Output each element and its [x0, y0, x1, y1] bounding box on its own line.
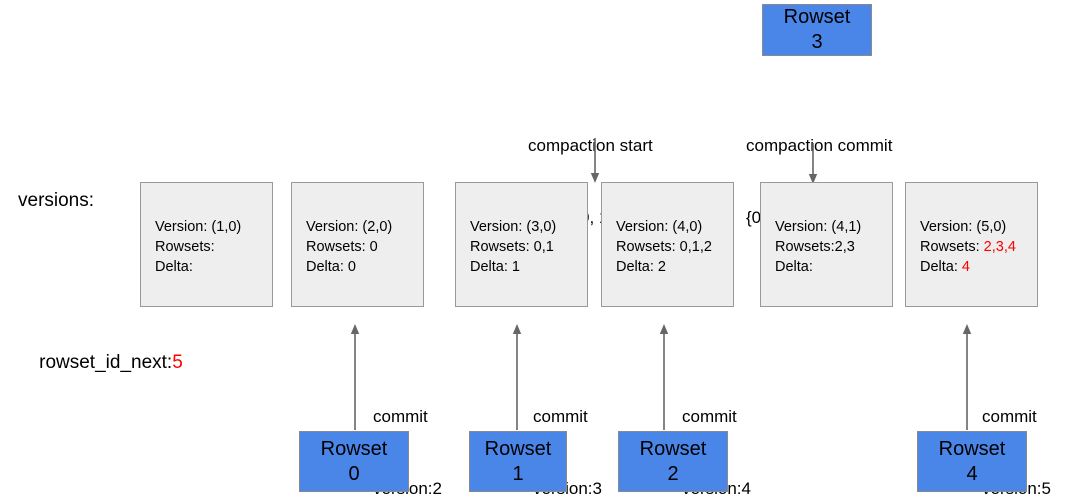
- rowset-box-4[interactable]: Rowset 4: [917, 431, 1027, 492]
- delta-field: Delta: 1: [470, 257, 556, 277]
- rowset-box-2[interactable]: Rowset 2: [618, 431, 728, 492]
- arrow-commit-version-2-up: [350, 324, 360, 430]
- versions-label: versions:: [18, 190, 95, 211]
- commit-line-1: commit: [373, 407, 428, 426]
- version-field: Version: (4,1): [775, 219, 862, 235]
- delta-value: Delta: 2: [616, 259, 666, 275]
- rowset-box-0[interactable]: Rowset 0: [299, 431, 409, 492]
- rowsets-field: Rowsets:: [155, 237, 241, 257]
- version-field: Version: (2,0): [306, 219, 393, 235]
- rowset-label: Rowset: [320, 437, 388, 460]
- arrow-compaction-start-down: [590, 138, 600, 183]
- rowset-label: Rowset: [484, 437, 552, 460]
- rowsets-value: Rowsets: 0: [306, 239, 378, 255]
- delta-field: Delta: 2: [616, 257, 712, 277]
- version-box-text: Version: (2,0) Rowsets: 0 Delta: 0: [306, 217, 392, 277]
- delta-field: Delta: 4: [920, 257, 1016, 277]
- arrow-commit-version-5-up: [962, 324, 972, 430]
- rowset-number: 3: [811, 31, 823, 53]
- delta-value: Delta:: [775, 259, 813, 275]
- rowset-id-next: rowset_id_next:5: [18, 325, 183, 400]
- rowset-label: Rowset: [639, 437, 707, 460]
- arrow-compaction-commit-down: [808, 143, 818, 184]
- commit-label-version-3: commit version:3: [533, 357, 602, 502]
- arrow-commit-version-4-up: [659, 324, 669, 430]
- commit-line-1: commit: [982, 407, 1037, 426]
- delta-value: Delta:: [920, 259, 962, 275]
- version-box-text: Version: (5,0) Rowsets: 2,3,4 Delta: 4: [920, 217, 1016, 277]
- delta-value: Delta: 0: [306, 259, 356, 275]
- rowsets-field: Rowsets: 0,1,2: [616, 237, 712, 257]
- delta-field: Delta:: [775, 257, 861, 277]
- rowsets-field: Rowsets: 2,3,4: [920, 237, 1016, 257]
- version-box-text: Version: (4,0) Rowsets: 0,1,2 Delta: 2: [616, 217, 712, 277]
- version-box-2[interactable]: Version: (2,0) Rowsets: 0 Delta: 0: [291, 182, 424, 307]
- delta-value: Delta:: [155, 259, 193, 275]
- annotation-line-1: compaction commit: [746, 136, 893, 155]
- rowset-id-next-label: rowset_id_next:: [39, 352, 173, 373]
- delta-field: Delta:: [155, 257, 241, 277]
- rowset-box-3[interactable]: Rowset 3: [762, 4, 872, 56]
- version-box-4[interactable]: Version: (4,0) Rowsets: 0,1,2 Delta: 2: [601, 182, 734, 307]
- version-field: Version: (3,0): [470, 219, 557, 235]
- delta-value: Delta: 1: [470, 259, 520, 275]
- delta-field: Delta: 0: [306, 257, 392, 277]
- rowset-number: 2: [667, 462, 679, 485]
- rowsets-field: Rowsets: 0,1: [470, 237, 556, 257]
- rowsets-field: Rowsets: 0: [306, 237, 392, 257]
- rowset-number: 0: [348, 462, 360, 485]
- rowset-number: 1: [512, 462, 524, 485]
- rowsets-field: Rowsets:2,3: [775, 237, 861, 257]
- version-box-6[interactable]: Version: (5,0) Rowsets: 2,3,4 Delta: 4: [905, 182, 1038, 307]
- rowsets-value: Rowsets:: [155, 239, 215, 255]
- commit-line-1: commit: [533, 407, 588, 426]
- rowset-number: 4: [966, 462, 978, 485]
- version-box-5[interactable]: Version: (4,1) Rowsets:2,3 Delta:: [760, 182, 893, 307]
- rowsets-value: Rowsets:2,3: [775, 239, 855, 255]
- version-field: Version: (5,0): [920, 219, 1007, 235]
- commit-line-1: commit: [682, 407, 737, 426]
- rowset-label: Rowset: [938, 437, 1006, 460]
- version-box-text: Version: (1,0) Rowsets: Delta:: [155, 217, 241, 277]
- version-box-text: Version: (3,0) Rowsets: 0,1 Delta: 1: [470, 217, 556, 277]
- rowset-box-1[interactable]: Rowset 1: [469, 431, 567, 492]
- rowsets-value: Rowsets:: [920, 239, 984, 255]
- version-box-text: Version: (4,1) Rowsets:2,3 Delta:: [775, 217, 861, 277]
- arrow-commit-version-3-up: [512, 324, 522, 430]
- rowset-label: Rowset: [783, 6, 851, 28]
- rowsets-value: Rowsets: 0,1: [470, 239, 554, 255]
- version-field: Version: (1,0): [155, 219, 242, 235]
- rowset-id-next-value: 5: [172, 352, 183, 373]
- version-box-1[interactable]: Version: (1,0) Rowsets: Delta:: [140, 182, 273, 307]
- version-box-3[interactable]: Version: (3,0) Rowsets: 0,1 Delta: 1: [455, 182, 588, 307]
- version-field: Version: (4,0): [616, 219, 703, 235]
- delta-highlight: 4: [961, 259, 970, 275]
- rowsets-value: Rowsets: 0,1,2: [616, 239, 712, 255]
- annotation-line-1: compaction start: [528, 136, 653, 155]
- rowsets-highlight: 2,3,4: [983, 239, 1016, 255]
